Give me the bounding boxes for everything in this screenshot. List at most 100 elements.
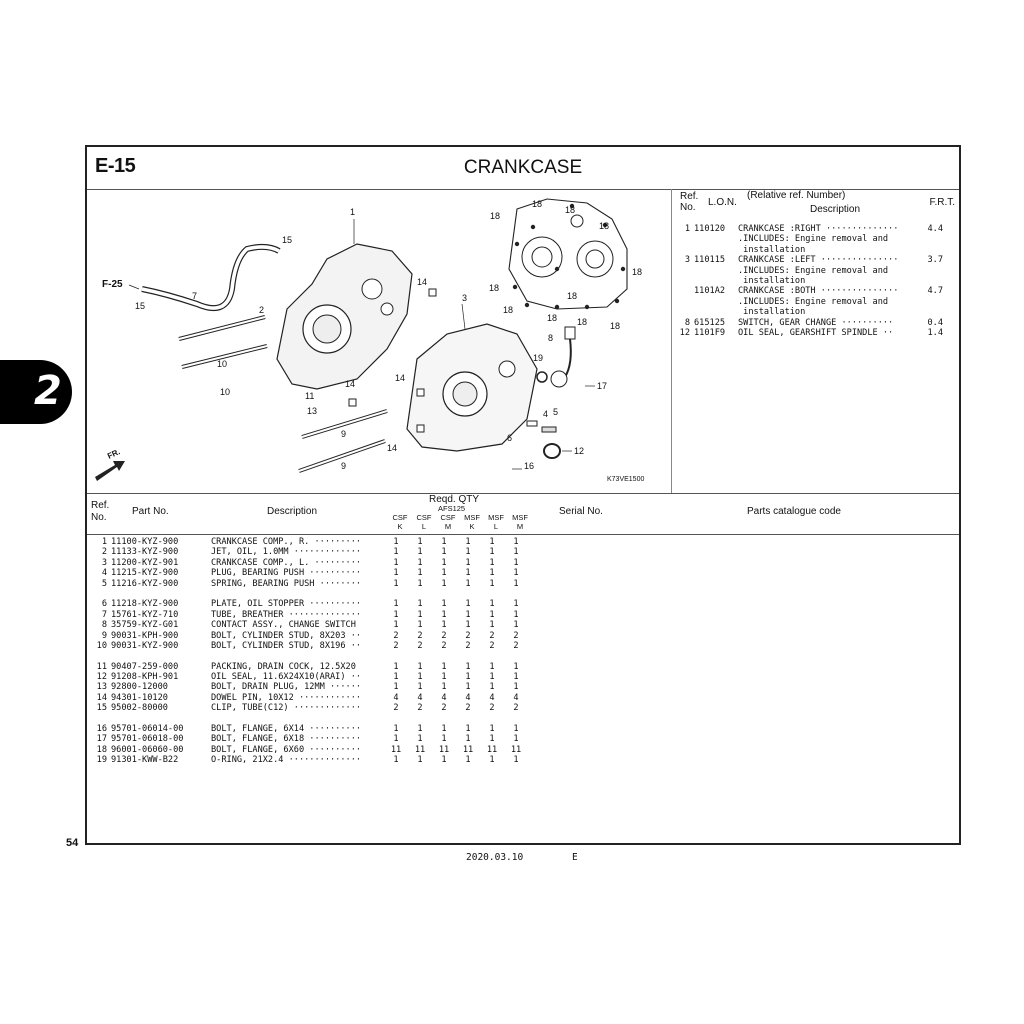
svg-text:18: 18 [503, 305, 513, 315]
parts-cell-desc: BOLT, DRAIN PLUG, 12MM ······ [211, 682, 362, 693]
parts-cell-qty: 1 [393, 672, 399, 683]
parts-cell-qty: 1 [513, 609, 519, 620]
frt-cell-desc: installation [738, 244, 806, 255]
parts-cell-desc: JET, OIL, 1.0MM ············· [211, 547, 362, 558]
parts-cell-part: 96001-06060-00 [111, 744, 184, 755]
parts-cell-qty: 1 [441, 599, 447, 610]
svg-text:6: 6 [507, 433, 512, 443]
parts-cell-qty: 1 [513, 755, 519, 766]
parts-partno-header: Part No. [132, 506, 169, 517]
parts-cell-qty: 1 [417, 599, 423, 610]
parts-cell-qty: 1 [441, 568, 447, 579]
parts-cell-ref: 8 [101, 620, 107, 631]
parts-cell-desc: BOLT, CYLINDER STUD, 8X203 ·· [211, 630, 362, 641]
parts-cell-qty: 1 [417, 620, 423, 631]
parts-cell-ref: 14 [96, 692, 107, 703]
parts-cell-qty: 1 [465, 599, 471, 610]
frt-lon-header: L.O.N. [708, 197, 737, 208]
parts-cell-ref: 1 [101, 537, 107, 547]
parts-cell-qty: 2 [513, 630, 519, 641]
parts-cell-qty: 1 [513, 578, 519, 589]
parts-cell-qty: 1 [465, 578, 471, 589]
parts-cell-desc: PLATE, OIL STOPPER ·········· [211, 599, 362, 610]
svg-text:13: 13 [307, 406, 317, 416]
parts-cell-qty: 1 [489, 537, 495, 547]
group-spacer [87, 651, 528, 661]
parts-cell-qty: 1 [441, 724, 447, 735]
parts-cell-ref: 7 [101, 609, 107, 620]
parts-cell-qty: 2 [465, 630, 471, 641]
parts-cell-qty: 2 [417, 630, 423, 641]
exploded-diagram: HONDA [87, 189, 671, 493]
frt-description-header: Description [810, 204, 861, 215]
parts-description-header: Description [267, 506, 318, 517]
parts-cell-qty: 1 [393, 734, 399, 745]
parts-cell-qty: 1 [441, 734, 447, 745]
parts-cell-qty: 2 [417, 703, 423, 714]
parts-cell-part: 11218-KYZ-900 [111, 599, 179, 610]
parts-cell-part: 91208-KPH-901 [111, 672, 179, 683]
parts-cell-qty: 1 [393, 568, 399, 579]
parts-cell-qty: 1 [513, 734, 519, 745]
parts-cell-qty: 1 [441, 620, 447, 631]
parts-cell-desc: SPRING, BEARING PUSH ········ [211, 578, 362, 589]
parts-cell-qty: 1 [465, 547, 471, 558]
diagram-code: K73VE1500 [607, 476, 644, 483]
svg-text:18: 18 [547, 313, 557, 323]
parts-cell-desc: DOWEL PIN, 10X12 ············ [211, 692, 362, 703]
frt-row: installation [672, 245, 959, 255]
parts-cell-qty: 2 [393, 640, 399, 651]
parts-cell-desc: CLIP, TUBE(C12) ············· [211, 703, 362, 714]
parts-cell-desc: O-RING, 21X2.4 ·············· [211, 755, 362, 766]
parts-cell-qty: 1 [417, 672, 423, 683]
parts-cell-qty: 1 [489, 755, 495, 766]
frt-cell-desc: .INCLUDES: Engine removal and [738, 234, 889, 245]
group-spacer [87, 589, 528, 599]
frt-cell-lon: 1101A2 [694, 286, 726, 297]
frt-cell-desc: .INCLUDES: Engine removal and [738, 265, 889, 276]
frt-cell-frt: 4.7 [927, 286, 943, 297]
parts-cell-qty: 1 [441, 682, 447, 693]
frt-cell-frt: 3.7 [927, 255, 943, 266]
svg-text:12: 12 [574, 446, 584, 456]
parts-cell-qty: 1 [393, 724, 399, 735]
diagram-divider [671, 189, 672, 493]
parts-cell-desc: CRANKCASE COMP., R. ········· [211, 537, 362, 547]
parts-cell-part: 11100-KYZ-900 [111, 537, 179, 547]
svg-text:18: 18 [490, 211, 500, 221]
svg-text:9: 9 [341, 461, 346, 471]
parts-cell-part: 95701-06018-00 [111, 734, 184, 745]
frt-row: installation [672, 276, 959, 286]
parts-row: 1 11100-KYZ-900 CRANKCASE COMP., R. ······… [87, 537, 528, 547]
parts-cell-qty: 1 [441, 537, 447, 547]
ref-to-label: F-25 [102, 279, 123, 290]
frt-cell-desc: OIL SEAL, GEARSHIFT SPINDLE ·· [738, 328, 894, 339]
parts-cell-qty: 1 [465, 620, 471, 631]
parts-cell-qty: 1 [465, 661, 471, 672]
svg-text:10: 10 [220, 387, 230, 397]
page-title: CRANKCASE [463, 157, 583, 178]
frt-cell-lon: 110120 [694, 224, 726, 234]
frt-cell-desc: CRANKCASE :BOTH ··············· [738, 286, 899, 297]
parts-cell-qty: 1 [465, 724, 471, 735]
parts-cell-qty: 1 [393, 547, 399, 558]
parts-cell-qty: 2 [441, 640, 447, 651]
parts-cell-qty: 1 [417, 734, 423, 745]
parts-cell-qty: 2 [489, 630, 495, 641]
parts-cell-part: 11215-KYZ-900 [111, 568, 179, 579]
frt-cell-lon [690, 234, 738, 244]
frt-cell-frt [913, 266, 943, 276]
svg-text:1: 1 [350, 207, 355, 217]
parts-cell-qty: 1 [513, 537, 519, 547]
parts-cell-qty: 1 [489, 734, 495, 745]
